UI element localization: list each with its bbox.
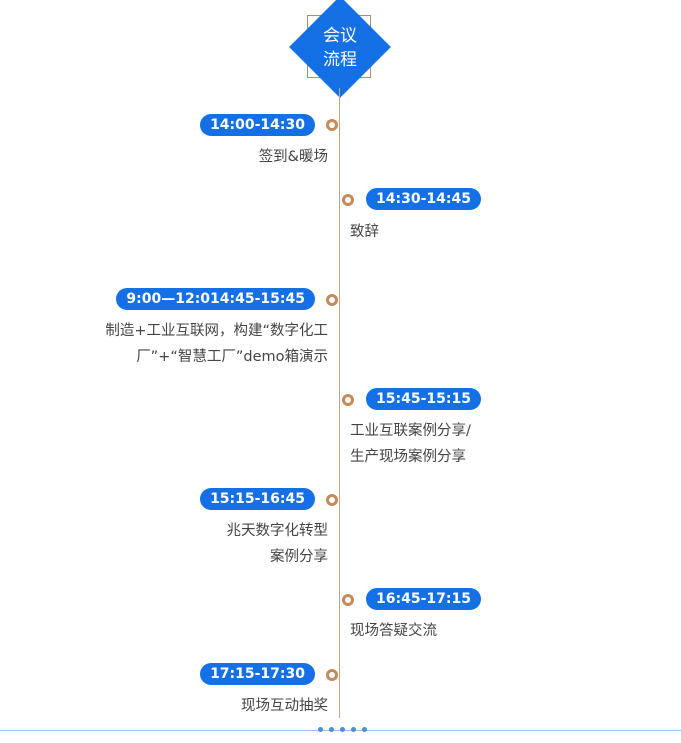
- time-badge: 17:15-17:30: [200, 663, 315, 685]
- agenda-line: 工业互联案例分享/: [350, 423, 471, 439]
- agenda-description: 现场答疑交流: [350, 618, 437, 644]
- header-title-line-2: 流程: [323, 50, 357, 70]
- timeline-axis: [339, 88, 340, 718]
- timeline-node: [342, 594, 354, 606]
- time-badge: 14:00-14:30: [200, 114, 315, 136]
- time-badge: 9:00—12:014:45-15:45: [116, 288, 315, 310]
- timeline-node: [326, 294, 338, 306]
- footer-dot: [351, 727, 356, 732]
- header-title: 会议 流程: [309, 20, 371, 76]
- footer-dot: [329, 727, 334, 732]
- footer-dot: [362, 727, 367, 732]
- footer-dots: [318, 727, 367, 735]
- agenda-description: 致辞: [350, 219, 379, 245]
- timeline-node: [326, 494, 338, 506]
- timeline-node: [326, 119, 338, 131]
- time-badge: 15:15-16:45: [200, 488, 315, 510]
- agenda-line: 案例分享: [270, 549, 328, 565]
- timeline-node: [342, 194, 354, 206]
- agenda-line: 签到&暖场: [258, 149, 328, 165]
- agenda-line: 致辞: [350, 224, 379, 240]
- agenda-line: 生产现场案例分享: [350, 449, 466, 465]
- agenda-description: 制造+工业互联网，构建“数字化工 厂”+“智慧工厂”demo箱演示: [105, 318, 328, 370]
- agenda-description: 兆天数字化转型 案例分享: [227, 518, 329, 570]
- time-badge: 15:45-15:15: [366, 388, 481, 410]
- header-title-line-1: 会议: [323, 26, 357, 46]
- agenda-description: 工业互联案例分享/ 生产现场案例分享: [350, 418, 471, 470]
- time-badge: 14:30-14:45: [366, 188, 481, 210]
- agenda-line: 现场答疑交流: [350, 623, 437, 639]
- timeline-node: [326, 669, 338, 681]
- footer-dot: [318, 727, 323, 732]
- agenda-line: 制造+工业互联网，构建“数字化工: [105, 323, 328, 339]
- time-badge: 16:45-17:15: [366, 588, 481, 610]
- agenda-line: 兆天数字化转型: [226, 523, 329, 539]
- agenda-line: 厂”+“智慧工厂”demo箱演示: [136, 349, 328, 365]
- timeline-node: [342, 394, 354, 406]
- agenda-description: 签到&暖场: [259, 144, 328, 170]
- agenda-description: 现场互动抽奖: [241, 693, 328, 719]
- footer-dot: [340, 727, 345, 732]
- agenda-line: 现场互动抽奖: [241, 698, 328, 714]
